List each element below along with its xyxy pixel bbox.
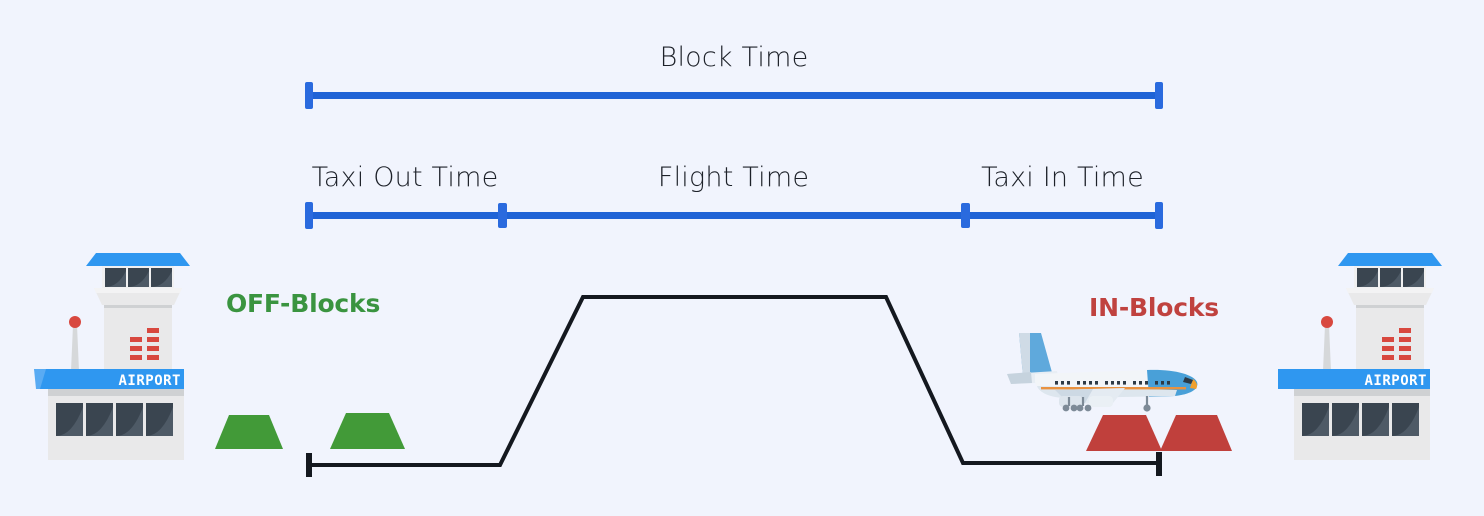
taxi-out-time-label: Taxi Out Time: [311, 162, 499, 193]
in-blocks-label: IN-Blocks: [1089, 293, 1219, 322]
off-blocks-label: OFF-Blocks: [226, 289, 381, 318]
airport-sign-text-right: AIRPORT: [1364, 373, 1427, 389]
in-blocks-divider: [961, 203, 970, 228]
block-time-end-cap: [1155, 82, 1163, 109]
airplane-icon: [1007, 333, 1198, 412]
block-time-label: Block Time: [659, 42, 809, 73]
segment-bar-end-cap: [1155, 202, 1163, 229]
block-time-start-cap: [305, 82, 313, 109]
terrain-red-right: [1160, 415, 1232, 451]
terrain-red-left: [1086, 415, 1162, 451]
airport-tower-left: AIRPORT: [34, 253, 190, 460]
airport-tower-right: AIRPORT: [1278, 253, 1442, 460]
terrain-green-left: [215, 415, 283, 449]
segment-bar-start-cap: [305, 202, 313, 229]
block-time-bar: [308, 92, 1160, 99]
off-blocks-divider: [498, 203, 507, 228]
airport-sign-text-left: AIRPORT: [118, 373, 181, 389]
terrain-green-right: [330, 413, 405, 449]
flight-time-label: Flight Time: [657, 162, 810, 193]
segment-bar: [308, 212, 1160, 219]
taxi-in-time-label: Taxi In Time: [981, 162, 1144, 193]
